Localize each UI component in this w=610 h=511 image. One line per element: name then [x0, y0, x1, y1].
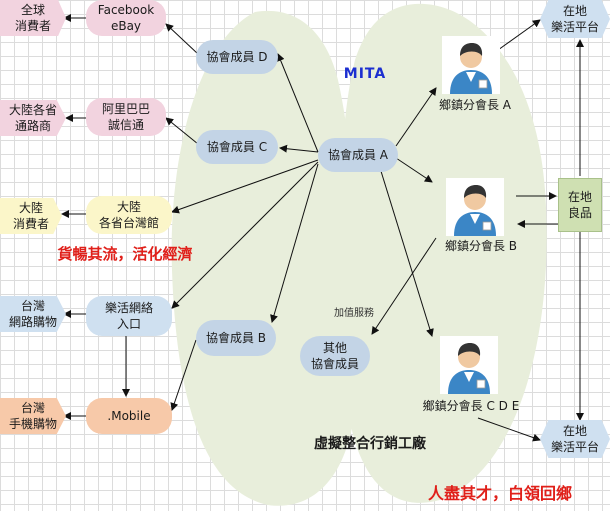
consumer-mainland-distributor: 大陸各省 通路商	[0, 100, 66, 136]
arrow-a-to-c	[279, 144, 319, 153]
arrow-chief-cde-to-platform	[477, 417, 541, 442]
member-b: 協會成員 B	[196, 320, 276, 356]
arrow-d-to-facebook	[165, 23, 199, 55]
platform-bottom: 在地 樂活平台	[540, 420, 610, 458]
channel-alibaba: 阿里巴巴 誠信通	[86, 98, 166, 136]
arrow-a-to-mainland-hall	[171, 159, 319, 214]
user-icon	[446, 178, 504, 236]
arrow-a-to-b	[270, 163, 319, 323]
arrow-chief-b-to-other	[371, 237, 437, 335]
chief-a-label: 鄉鎮分會長 A	[438, 98, 512, 112]
arrow-c-to-alibaba	[165, 117, 199, 145]
arrow-a-to-chief-b	[395, 157, 433, 183]
slogan-top: 貨暢其流，活化經濟	[57, 245, 193, 263]
value-added-label: 加值服務	[334, 308, 374, 319]
member-a: 協會成員 A	[318, 138, 398, 172]
consumer-taiwan-mobile: 台灣 手機購物	[0, 398, 66, 434]
channel-facebook: Facebook eBay	[86, 0, 166, 36]
arrow-chief-a-to-platform	[497, 19, 541, 51]
member-c: 協會成員 C	[196, 130, 278, 164]
arrow-a-to-chief-a	[395, 87, 437, 147]
consumer-global: 全球 消費者	[0, 0, 66, 36]
arrow-a-to-d	[276, 53, 319, 153]
member-other: 其他 協會成員	[300, 336, 370, 376]
consumer-taiwan-net: 台灣 網路購物	[0, 296, 66, 332]
local-goods: 在地 良品	[558, 178, 602, 232]
factory-label: 虛擬整合行銷工廠	[314, 436, 426, 452]
arrow-a-to-chief-cde	[379, 167, 434, 337]
mita-title: MITA	[343, 66, 387, 82]
member-d: 協會成員 D	[196, 40, 278, 74]
consumer-mainland: 大陸 消費者	[0, 198, 62, 234]
slogan-bottom: 人盡其才，白領回鄉	[427, 484, 572, 503]
channel-lohas-net: 樂活網絡 入口	[86, 296, 172, 336]
chief-b-label: 鄉鎮分會長 B	[444, 239, 518, 253]
channel-mainland-hall: 大陸 各省台灣館	[86, 196, 172, 234]
channel-mobile: .Mobile	[86, 398, 172, 434]
user-icon	[440, 336, 498, 394]
arrow-a-to-lohas	[171, 161, 319, 309]
user-icon	[442, 36, 500, 94]
chief-cde-label: 鄉鎮分會長 C D E	[422, 399, 520, 413]
arrow-b-to-mobile	[170, 339, 197, 411]
platform-top: 在地 樂活平台	[540, 0, 610, 38]
